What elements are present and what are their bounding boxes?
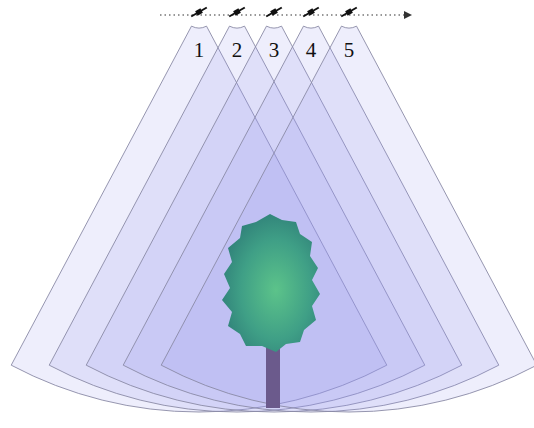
sensor-symbol <box>228 5 246 18</box>
sensor-symbol <box>190 5 208 18</box>
sensor-symbol <box>265 5 283 18</box>
callout-number: 1 <box>194 40 205 61</box>
callout-number: 3 <box>269 40 280 61</box>
sensor-symbol <box>302 5 320 18</box>
sensor-symbol <box>340 5 358 18</box>
callout-number: 4 <box>306 40 317 61</box>
callout-number: 2 <box>232 40 243 61</box>
callout-number: 5 <box>344 40 355 61</box>
